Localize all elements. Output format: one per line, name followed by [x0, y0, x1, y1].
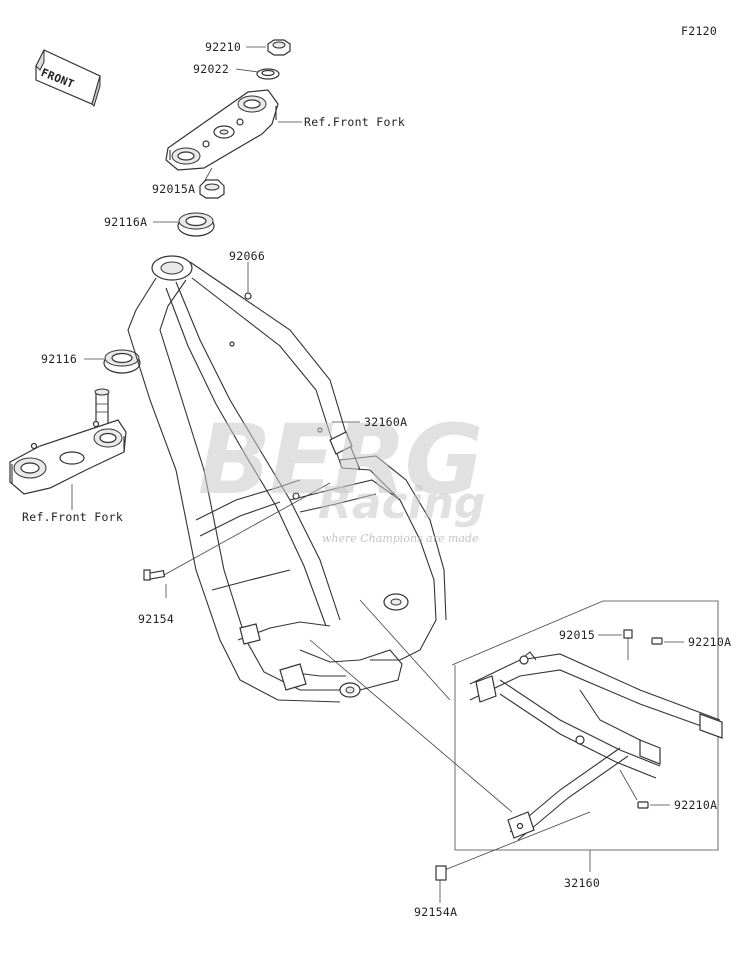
nut-92015a-part [199, 179, 225, 199]
part-label-92015a[interactable]: 92015A [152, 182, 196, 196]
bolt-92154a-part [435, 865, 447, 881]
nut-92015-part [623, 629, 633, 639]
part-label-92210a-top[interactable]: 92210A [688, 635, 732, 649]
part-label-ref-front-fork-upper[interactable]: Ref.Front Fork [304, 115, 406, 129]
watermark-sub: Racing [318, 478, 486, 529]
diagram-code: F2120 [681, 24, 718, 38]
upper-triple-clamp-part [165, 89, 279, 171]
part-label-92154[interactable]: 92154 [138, 612, 175, 626]
part-label-ref-front-fork-lower[interactable]: Ref.Front Fork [22, 510, 124, 524]
leader-lines [71, 46, 719, 903]
front-direction-icon [35, 49, 101, 107]
watermark-brand: BERG [198, 404, 483, 516]
subframe-part [469, 651, 723, 841]
part-label-32160a[interactable]: 32160A [364, 415, 408, 429]
part-label-92210[interactable]: 92210 [205, 40, 242, 54]
bolt-92154-part [143, 569, 166, 581]
bearing-92116-part [103, 349, 141, 374]
bolt-92210a-bottom-part [637, 801, 649, 809]
bearing-92116a-part [177, 212, 215, 237]
part-label-92022[interactable]: 92022 [193, 62, 230, 76]
washer-92022-part [256, 68, 280, 80]
lower-triple-clamp-part [9, 388, 127, 495]
main-frame-part [127, 255, 447, 703]
part-label-92154a[interactable]: 92154A [414, 905, 458, 919]
nut-92210-part [267, 39, 291, 56]
part-label-92015[interactable]: 92015 [559, 628, 596, 642]
part-label-92116a[interactable]: 92116A [104, 215, 148, 229]
part-label-92116[interactable]: 92116 [41, 352, 78, 366]
part-label-32160[interactable]: 32160 [564, 876, 601, 890]
part-label-92210a-bottom[interactable]: 92210A [674, 798, 718, 812]
part-label-92066[interactable]: 92066 [229, 249, 266, 263]
watermark-tagline: where Champions are made [322, 532, 479, 545]
plug-92066-part [244, 292, 252, 300]
bolt-92210a-top-part [651, 637, 663, 645]
